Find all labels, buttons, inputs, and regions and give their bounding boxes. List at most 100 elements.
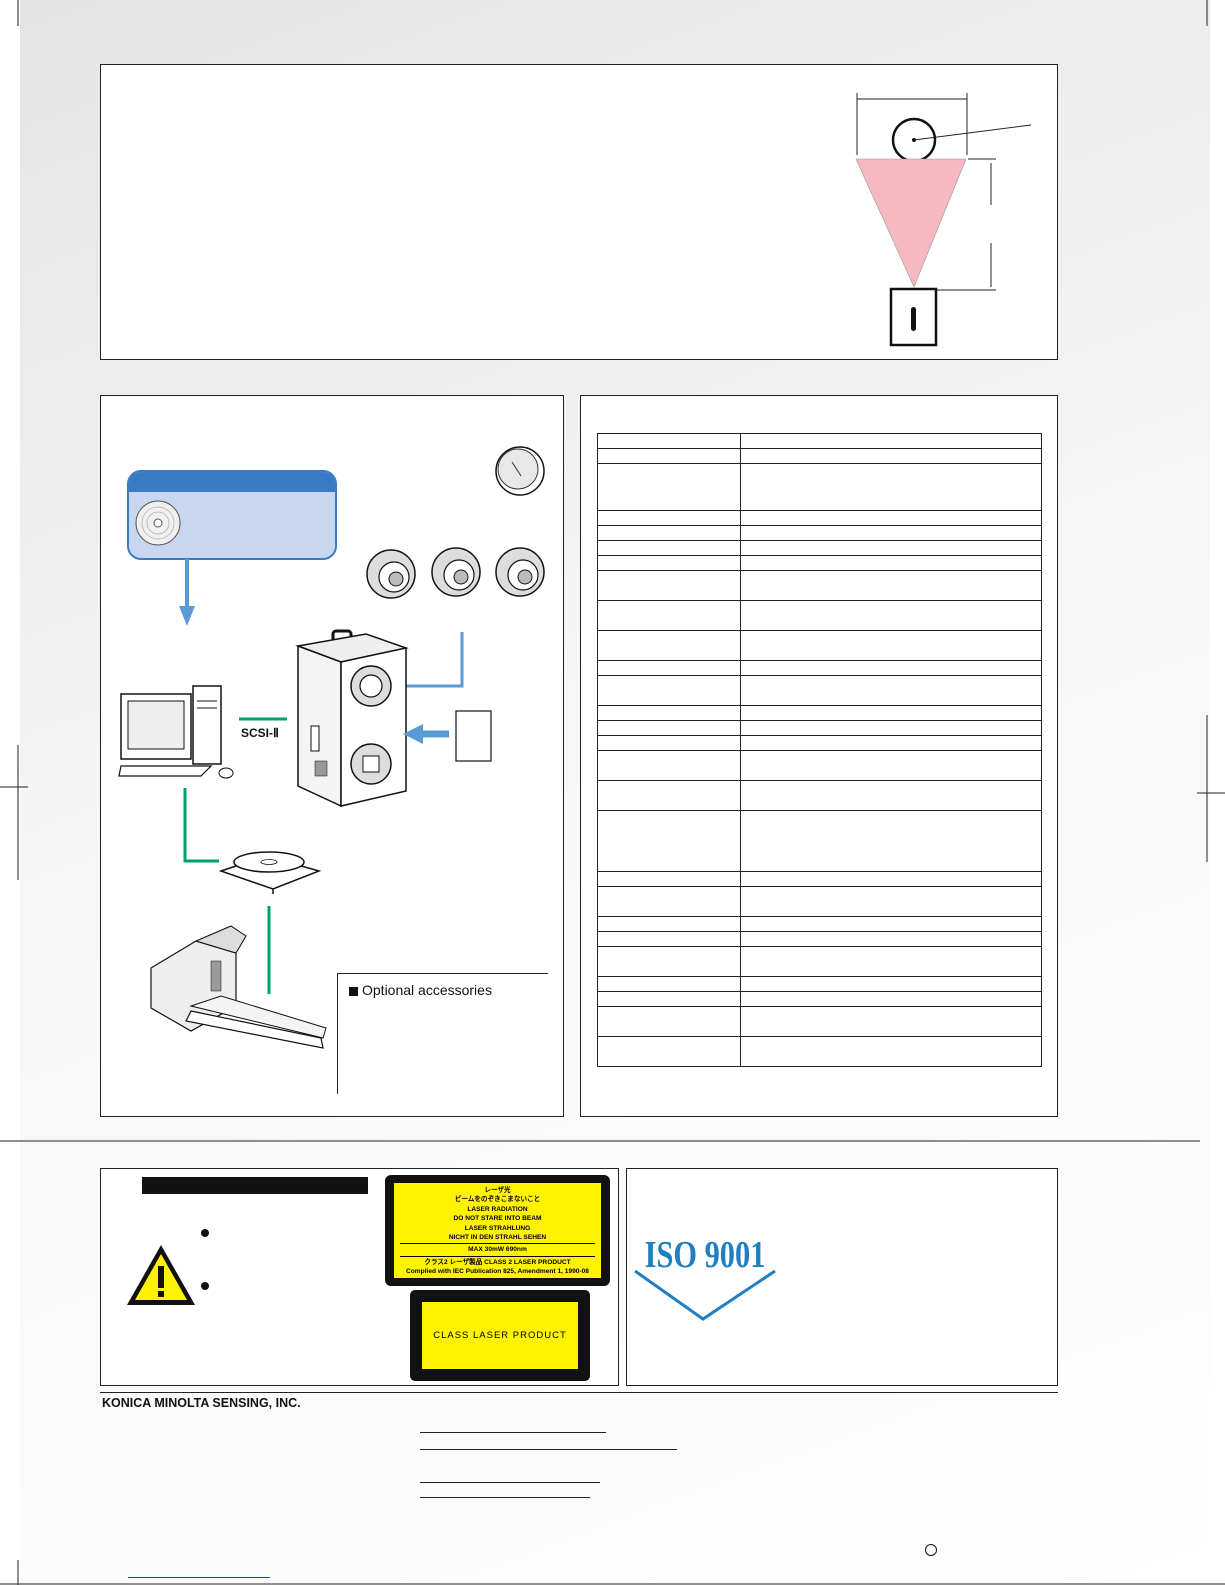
laser-warning-line: NICHT IN DEN STRAHL SEHEN: [448, 1234, 547, 1242]
spec-label-cell: [597, 600, 741, 631]
spec-value-cell: [740, 780, 1042, 811]
spec-row: [597, 1006, 1042, 1037]
laser-warning-line: LASER STRAHLUNG: [464, 1224, 531, 1232]
laser-class-label-text: CLASS LASER PRODUCT: [433, 1330, 567, 1341]
spec-label-cell: [597, 660, 741, 676]
spec-value-cell: [740, 510, 1042, 526]
spec-value-cell: [740, 810, 1042, 872]
spec-row: [597, 750, 1042, 781]
spec-label-cell: [597, 525, 741, 541]
footer-underline: [420, 1482, 600, 1483]
spec-row: [597, 463, 1042, 511]
spec-row: [597, 448, 1042, 464]
spec-label-cell: [597, 1036, 741, 1067]
laser-max-power: MAX 30mW 690nm: [468, 1246, 527, 1254]
spec-value-cell: [740, 705, 1042, 721]
laser-class-label: CLASS LASER PRODUCT: [410, 1290, 590, 1381]
footer-rule: [100, 1392, 1058, 1393]
spec-value-cell: [740, 555, 1042, 571]
spec-value-cell: [740, 433, 1042, 449]
web-link[interactable]: [128, 1577, 270, 1578]
spec-label-cell: [597, 1006, 741, 1037]
safety-heading-bar: [142, 1177, 368, 1194]
spec-row: [597, 780, 1042, 811]
spec-value-cell: [740, 540, 1042, 556]
interchangeable-lens-wide-icon: [495, 547, 545, 597]
spec-value-cell: [740, 448, 1042, 464]
spec-row: [597, 675, 1042, 706]
laser-triangulation-diagram: [855, 93, 1032, 347]
copyright-circle-icon: [925, 1544, 937, 1556]
warning-triangle-icon: [127, 1245, 195, 1305]
spec-value-cell: [740, 916, 1042, 932]
bullet-square-icon: [349, 987, 358, 996]
laser-beam: [855, 158, 967, 288]
spec-value-cell: [740, 600, 1042, 631]
laser-warning-line: DO NOT STARE INTO BEAM: [453, 1215, 542, 1223]
spec-label-cell: [597, 510, 741, 526]
spec-label-cell: [597, 810, 741, 872]
turntable-icon: [218, 851, 322, 894]
lens-cap-icon: [495, 446, 545, 496]
manual-icon: [455, 710, 492, 762]
optional-accessories-title: Optional accessories: [362, 982, 492, 998]
spec-label-cell: [597, 433, 741, 449]
scsi-interface-label: SCSI-Ⅱ: [241, 726, 279, 740]
spec-label-cell: [597, 735, 741, 751]
spec-value-cell: [740, 463, 1042, 511]
spec-value-cell: [740, 750, 1042, 781]
spec-row: [597, 976, 1042, 992]
spec-label-cell: [597, 750, 741, 781]
spec-label-cell: [597, 570, 741, 601]
spec-value-cell: [740, 735, 1042, 751]
bullet-dot-icon: [201, 1282, 209, 1290]
laser-warning-line: レーザ光: [484, 1187, 511, 1194]
spec-label-cell: [597, 946, 741, 977]
spec-row: [597, 720, 1042, 736]
spec-row: [597, 525, 1042, 541]
spec-row: [597, 946, 1042, 977]
spec-value-cell: [740, 1036, 1042, 1067]
spec-label-cell: [597, 463, 741, 511]
interchangeable-lens-middle-icon: [431, 547, 481, 597]
spec-value-cell: [740, 570, 1042, 601]
footer-underline: [420, 1432, 606, 1433]
spec-label-cell: [597, 916, 741, 932]
spec-label-cell: [597, 886, 741, 917]
spec-row: [597, 510, 1042, 526]
spec-label-cell: [597, 976, 741, 992]
iso-9001-logo: ISO 9001: [634, 1234, 776, 1321]
spec-label-cell: [597, 871, 741, 887]
spec-label-cell: [597, 720, 741, 736]
spec-row: [597, 630, 1042, 661]
spec-value-cell: [740, 946, 1042, 977]
spec-row: [597, 600, 1042, 631]
system-panel: SCSI-Ⅱ Optional accessories: [100, 395, 564, 1117]
spec-value-cell: [740, 1006, 1042, 1037]
spec-row: [597, 735, 1042, 751]
spec-label-cell: [597, 675, 741, 706]
spec-row: [597, 991, 1042, 1007]
spec-row: [597, 705, 1042, 721]
spec-label-cell: [597, 780, 741, 811]
iso-panel: ISO 9001: [626, 1168, 1058, 1386]
spec-value-cell: [740, 660, 1042, 676]
spec-label-cell: [597, 448, 741, 464]
spec-label-cell: [597, 555, 741, 571]
laser-class-line: クラス2 レーザ製品 CLASS 2 LASER PRODUCT: [424, 1258, 571, 1266]
iso-logo-text: ISO 9001: [645, 1234, 766, 1276]
spec-label-cell: [597, 630, 741, 661]
rotary-slider-stage-icon: [150, 925, 327, 1049]
spec-row: [597, 886, 1042, 917]
laser-warning-line: ビームをのぞきこまないこと: [454, 1196, 541, 1204]
interchangeable-lens-tele-icon: [366, 549, 416, 599]
spec-value-cell: [740, 630, 1042, 661]
spec-value-cell: [740, 871, 1042, 887]
spec-row: [597, 540, 1042, 556]
3d-scanner-icon: [295, 629, 409, 808]
spec-value-cell: [740, 931, 1042, 947]
footer-underline: [420, 1449, 677, 1450]
spec-value-cell: [740, 976, 1042, 992]
spec-value-cell: [740, 525, 1042, 541]
